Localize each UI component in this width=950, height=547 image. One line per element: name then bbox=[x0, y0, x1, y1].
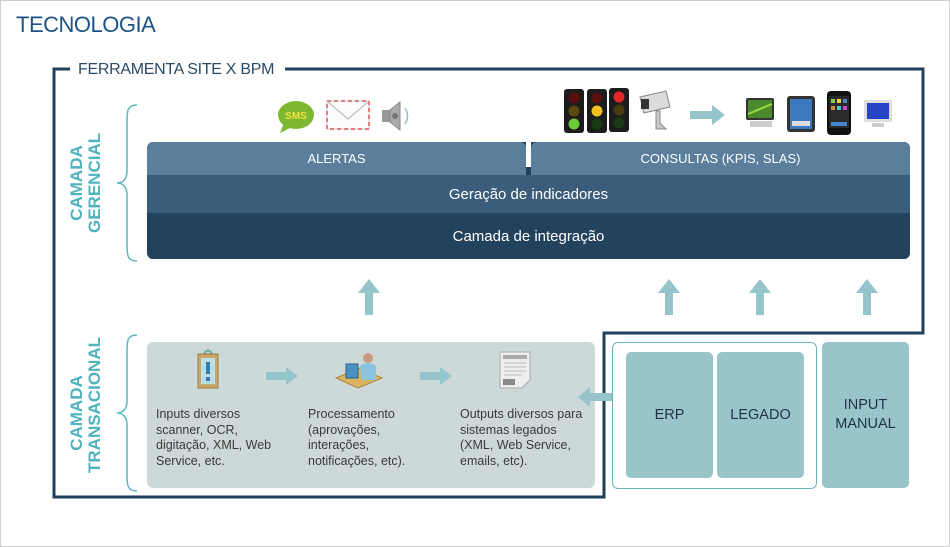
layer-label-line: GERENCIAL bbox=[85, 132, 104, 233]
traffic-light-yellow-icon bbox=[587, 89, 607, 133]
smartphone-icon bbox=[827, 91, 851, 135]
layer-label-line: CAMADA bbox=[67, 145, 86, 221]
arrow-right-icon bbox=[690, 105, 725, 125]
band-geracao-indicadores: Geração de indicadores bbox=[147, 175, 910, 213]
clipboard-alert-icon bbox=[197, 349, 219, 389]
svg-text:SMS: SMS bbox=[285, 111, 307, 122]
layer-label-line: TRANSACIONAL bbox=[85, 337, 104, 473]
sms-icon: SMS bbox=[278, 101, 314, 133]
tab-consultas: CONSULTAS (KPIS, SLAS) bbox=[531, 142, 910, 175]
up-arrow-icon bbox=[658, 279, 680, 315]
tab-divider bbox=[526, 142, 531, 167]
tab-alertas: ALERTAS bbox=[147, 142, 526, 175]
band-camada-integracao: Camada de integração bbox=[147, 213, 910, 259]
up-arrow-icon bbox=[856, 279, 878, 315]
traffic-light-red-icon bbox=[609, 88, 629, 132]
speaker-icon bbox=[382, 100, 409, 132]
monitor-icon bbox=[864, 100, 892, 127]
layer-label-gerencial: CAMADA GERENCIAL bbox=[67, 132, 104, 233]
system-erp: ERP bbox=[626, 352, 713, 478]
page-title: TECNOLOGIA bbox=[16, 12, 156, 37]
brace-gerencial-icon bbox=[116, 104, 138, 262]
container-title: FERRAMENTA SITE X BPM bbox=[74, 61, 279, 79]
email-icon bbox=[326, 100, 370, 130]
step-processamento-text: Processamento (aprovações, interações, n… bbox=[308, 407, 406, 468]
step-outputs-text: Outputs diversos para sistemas legados (… bbox=[460, 407, 583, 468]
up-arrow-icon bbox=[358, 279, 380, 315]
arrow-right-icon bbox=[420, 367, 452, 385]
arrow-right-icon bbox=[266, 367, 298, 385]
security-camera-icon bbox=[639, 90, 671, 130]
up-arrow-icon bbox=[749, 279, 771, 315]
brace-transacional-icon bbox=[116, 334, 138, 492]
tablet-icon bbox=[787, 96, 815, 132]
layer-label-line: CAMADA bbox=[67, 375, 86, 451]
system-legado: LEGADO bbox=[717, 352, 804, 478]
traffic-light-green-icon bbox=[564, 89, 584, 133]
management-stack: ALERTAS CONSULTAS (KPIS, SLAS) Geração d… bbox=[147, 142, 910, 259]
operator-workstation-icon bbox=[334, 353, 384, 389]
document-icon bbox=[499, 351, 531, 389]
tv-icon bbox=[746, 98, 774, 127]
system-input-manual: INPUT MANUAL bbox=[822, 342, 909, 488]
layer-label-transacional: CAMADA TRANSACIONAL bbox=[67, 337, 104, 473]
step-inputs-text: Inputs diversos scanner, OCR, digitação,… bbox=[156, 407, 272, 468]
